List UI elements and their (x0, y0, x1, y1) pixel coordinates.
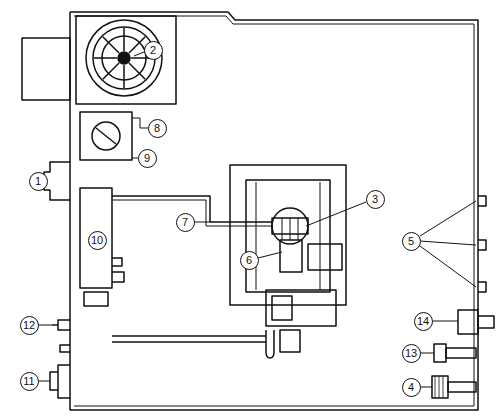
wheel-spoke (129, 37, 145, 53)
screw-12 (52, 320, 70, 330)
callout-number: 7 (176, 213, 195, 232)
switch-14 (458, 310, 478, 334)
mount-plate (246, 180, 330, 292)
drive-fork (266, 330, 300, 358)
leader-line (432, 321, 458, 322)
dial-box (80, 112, 132, 160)
leader-lines (38, 52, 476, 387)
callout-number: 5 (402, 232, 421, 251)
wheel-spokes (94, 28, 154, 88)
dial-slot (96, 128, 116, 144)
motor-box (308, 244, 342, 270)
side-screw (60, 345, 70, 352)
leader-line (420, 387, 432, 388)
callout-number: 10 (88, 231, 107, 250)
leader-line (134, 52, 144, 56)
knob-13 (434, 344, 446, 362)
callout-number: 3 (366, 190, 385, 209)
mount-rails (256, 182, 320, 290)
callout-number: 14 (414, 312, 433, 331)
wheel-hub (118, 52, 130, 64)
motor-body (280, 240, 302, 272)
indicator-lamps (478, 196, 486, 292)
wheel-spoke (129, 63, 145, 79)
mount-frame (230, 165, 346, 305)
connector-plug (44, 162, 70, 200)
callout-number: 9 (138, 149, 157, 168)
knob-13-shaft (446, 348, 476, 358)
motor-coils (282, 218, 298, 240)
callout-number: 2 (144, 41, 163, 60)
wheel-spoke (123, 28, 125, 51)
callout-number: 4 (402, 378, 421, 397)
leader-line (38, 381, 50, 382)
callout-number: 12 (20, 316, 39, 335)
leader-line (132, 118, 148, 128)
housing-inner-edge (74, 16, 474, 406)
switch-shaft (478, 316, 494, 328)
wheel-rim-inner (93, 27, 155, 89)
wheel-spoke (94, 57, 117, 59)
leader-line (420, 353, 434, 354)
dial-knob (92, 122, 120, 150)
wheel-spoke (123, 65, 125, 88)
rear-box (22, 38, 70, 100)
housing-outline (70, 12, 478, 410)
leader-line (258, 252, 282, 258)
wheel-rim (86, 20, 162, 96)
motor-cup (272, 208, 308, 244)
gear-cap (272, 296, 292, 320)
terminal-lugs (112, 258, 124, 282)
leader-line (306, 202, 366, 226)
knob-4-shaft (448, 382, 476, 392)
wheel-spoke (103, 37, 119, 53)
wheel-spoke (103, 63, 119, 79)
callout-number: 6 (240, 251, 259, 270)
shaft-line (112, 335, 266, 337)
callout-number: 1 (29, 172, 48, 191)
leader-line (194, 222, 210, 223)
terminal-block (80, 188, 112, 288)
callout-number: 8 (148, 119, 167, 138)
knob-4 (432, 376, 448, 398)
leader-line (420, 201, 476, 287)
callout-number: 13 (402, 344, 421, 363)
leader-line (38, 325, 52, 326)
gear-housing (266, 290, 336, 326)
wheel-housing (76, 16, 176, 104)
socket-11 (50, 365, 70, 398)
terminal-foot (84, 292, 108, 306)
shaft-line (112, 341, 266, 343)
callout-number: 11 (20, 372, 39, 391)
knob-4-knurl (435, 376, 443, 398)
